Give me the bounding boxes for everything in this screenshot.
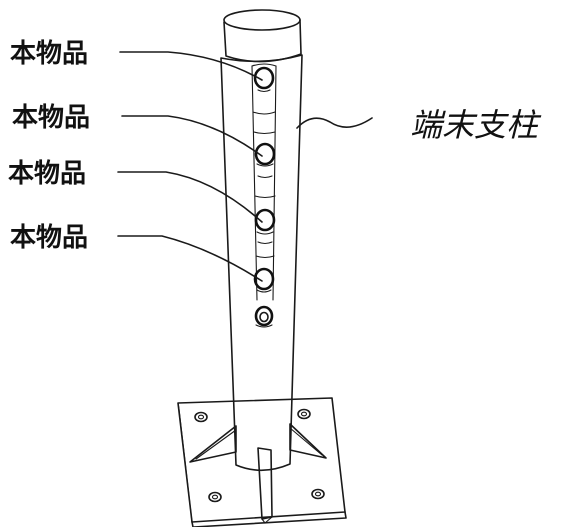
label-post: 端末支柱 [410, 106, 542, 144]
bolt-hole-bottom-right [311, 488, 325, 500]
leader-item-2 [121, 115, 263, 157]
leader-post [296, 117, 373, 129]
item-2-ball [254, 142, 276, 179]
leader-item-4 [117, 235, 263, 282]
gusset-left [189, 425, 237, 463]
bolt-hole-bottom-left [208, 491, 222, 503]
label-item-3: 本物品 [8, 159, 86, 189]
item-1-ball [253, 66, 275, 93]
leader-item-1 [119, 51, 263, 81]
item-4-ball [253, 267, 275, 293]
label-item-4: 本物品 [10, 223, 88, 253]
slot-segments [252, 111, 276, 259]
lower-bolt [254, 305, 274, 328]
bolt-hole-top-right [297, 408, 311, 420]
label-item-1: 本物品 [10, 39, 88, 69]
item-3-ball [254, 208, 276, 245]
leader-item-3 [117, 171, 263, 223]
post-cap [223, 9, 302, 63]
base-plate [177, 397, 347, 527]
label-item-2: 本物品 [12, 103, 90, 133]
post-tube [220, 54, 303, 472]
gusset-right [289, 423, 327, 459]
bottom-fin [257, 447, 273, 524]
bolt-hole-top-left [194, 411, 208, 423]
